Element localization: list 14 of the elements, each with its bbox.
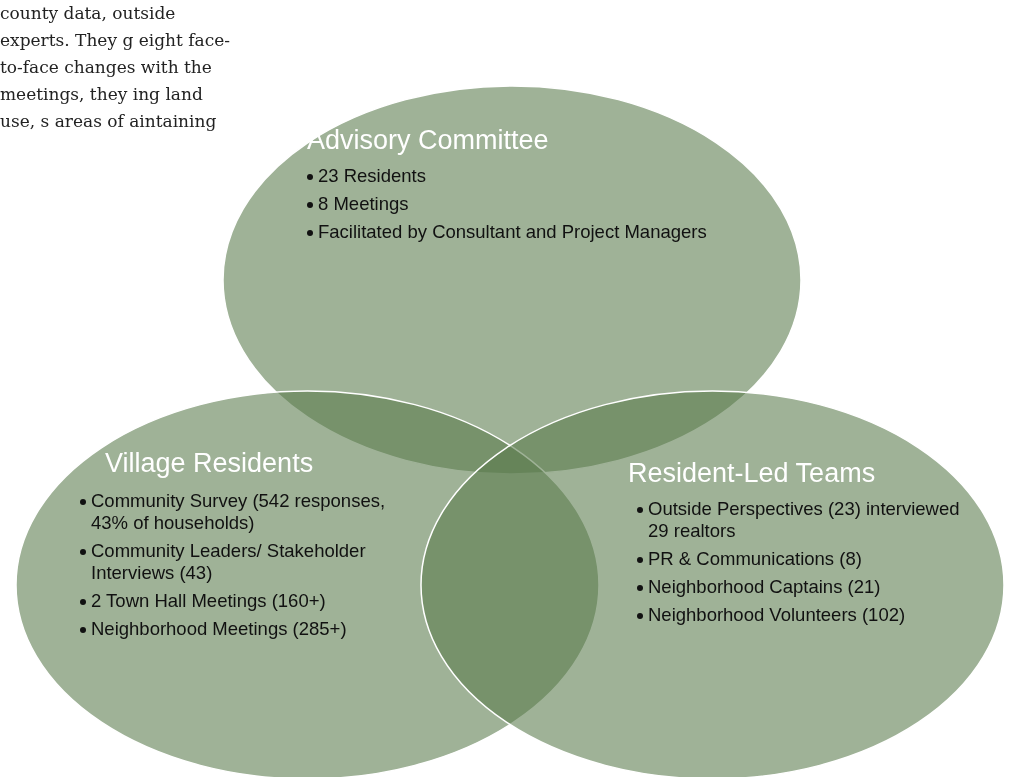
paragraph-text: county data, outside experts. They g eight face-to-face changes with the meetings, they ing land use, s areas of aintaining xyxy=(0,2,232,133)
bullet-item: Neighborhood Captains (21) xyxy=(637,576,967,598)
bullet-item: Neighborhood Meetings (285+) xyxy=(80,618,410,640)
bullet-item: 23 Residents xyxy=(307,165,727,187)
bullet-item: 2 Town Hall Meetings (160+) xyxy=(80,590,410,612)
bullet-item: Neighborhood Volunteers (102) xyxy=(637,604,967,626)
bullet-item: 8 Meetings xyxy=(307,193,727,215)
circle-heading: Village Residents xyxy=(105,448,314,479)
bullet-item: Outside Perspectives (23) interviewed 29 realtors xyxy=(637,498,967,542)
circle-heading: Resident-Led Teams xyxy=(628,458,876,489)
bullet-item: Community Leaders/ Stakeholder Interviews (43) xyxy=(80,540,410,584)
bullet-item: PR & Communications (8) xyxy=(637,548,967,570)
bullet-item: Facilitated by Consultant and Project Managers xyxy=(307,221,727,243)
bullet-item: Community Survey (542 responses, 43% of households) xyxy=(80,490,410,534)
